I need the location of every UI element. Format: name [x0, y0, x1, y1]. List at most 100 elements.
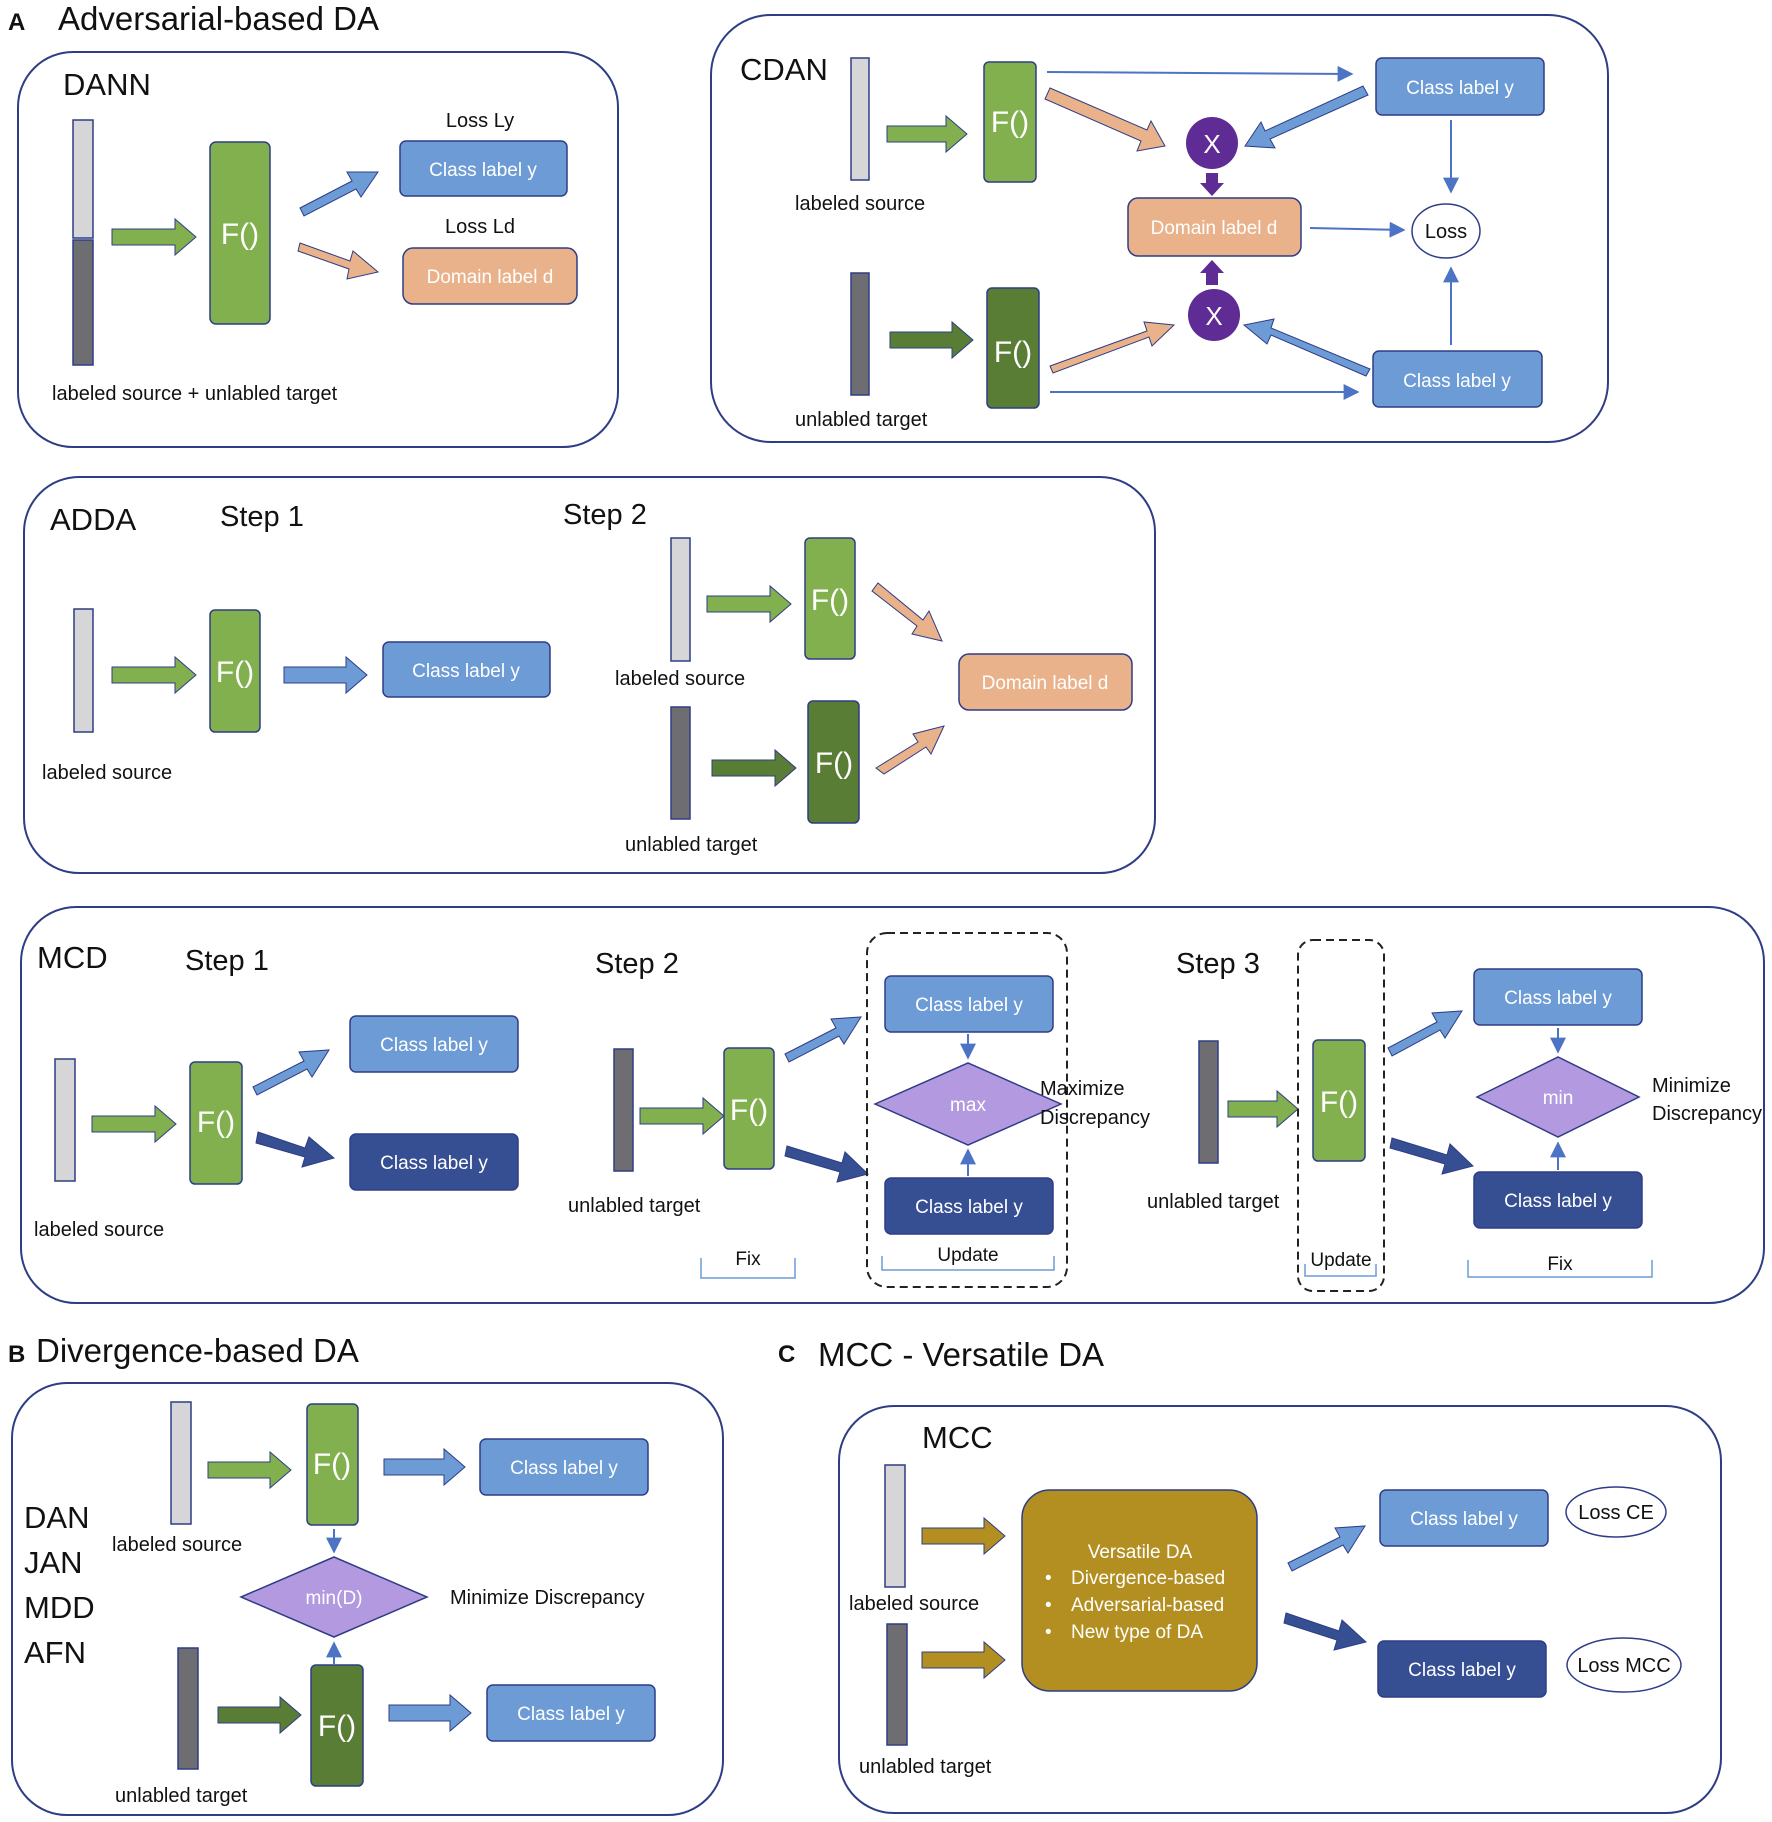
mcd-s3-feature-label: F(): [1320, 1086, 1358, 1119]
section-a-letter: A: [8, 9, 25, 36]
adda-s2-target-arrow: [711, 748, 797, 788]
cdan-target-bar: [850, 272, 870, 396]
cdan-source-feature: [983, 61, 1037, 183]
mcd-s3-minimize-label-2: Discrepancy: [1652, 1103, 1762, 1125]
class-arrow: [299, 171, 379, 217]
dann-title: DANN: [63, 67, 151, 102]
mcd-step3-label: Step 3: [1176, 948, 1260, 980]
mcd-s2-class-arrow-2: [784, 1145, 869, 1183]
divergence-panel: DAN JAN MDD AFN F() Class label y labele…: [11, 1382, 724, 1816]
cdan-loss-node: [1411, 203, 1481, 259]
mcd-s2-feature-label: F(): [730, 1094, 768, 1127]
mcd-s1-class-arrow-1: [252, 1049, 330, 1096]
mcd-s1-class-label-text-1: Class label y: [380, 1035, 488, 1056]
cdan-title: CDAN: [740, 52, 828, 87]
cdan-domain-label-text: Domain label d: [1151, 218, 1278, 239]
mcd-s2-update-region: [866, 932, 1068, 1288]
cdan-multiply-node-bottom: [1188, 289, 1240, 341]
mcc-loss-mcc-node: [1566, 1637, 1682, 1693]
mcc-bullet-2: Adversarial-based: [1071, 1595, 1224, 1616]
domain-arrow: [297, 242, 380, 280]
dann-panel: DANN F() Loss Ly Class label y Loss Ld D…: [17, 51, 619, 448]
mcd-s2-input-arrow: [639, 1096, 725, 1136]
adda-step1-label: Step 1: [220, 501, 304, 533]
mcd-s2-update-label: Update: [937, 1245, 998, 1266]
div-target-arrow: [217, 1695, 302, 1735]
method-jan: JAN: [24, 1545, 83, 1580]
mcc-class-label-text-1: Class label y: [1410, 1509, 1518, 1530]
mcd-s1-labeled-source-label: labeled source: [34, 1219, 164, 1241]
domain-label-box: [402, 247, 578, 305]
mcd-s3-class-arrow-1: [1387, 1010, 1463, 1057]
mcd-s1-class-arrow-2: [255, 1131, 336, 1168]
adda-s2-target-feature: [807, 700, 860, 824]
div-source-arrow: [207, 1450, 292, 1490]
mcc-loss-mcc-label: Loss MCC: [1577, 1655, 1670, 1677]
div-min-d-node: [239, 1556, 429, 1638]
adda-s2-source-arrow: [706, 584, 792, 624]
mcd-s3-class-label-box-2: [1473, 1171, 1643, 1229]
cdan-labeled-source-label: labeled source: [795, 193, 925, 215]
mcd-s2-feature: [723, 1047, 775, 1170]
mcd-s3-fix-bracket: [1467, 1260, 1653, 1278]
mcc-target-bar: [886, 1623, 908, 1746]
mcd-s2-maximize-label-2: Discrepancy: [1040, 1107, 1150, 1129]
div-target-class-arrow: [388, 1693, 472, 1733]
mcd-s2-class-label-text-2: Class label y: [915, 1197, 1023, 1218]
adda-s2-source-feature: [804, 537, 856, 660]
adda-s2-source-bar: [670, 537, 691, 662]
target-input-bar: [72, 239, 94, 366]
mcd-s3-feature: [1312, 1039, 1366, 1162]
adda-panel: ADDA Step 1 Step 2 F() Class label y lab…: [23, 476, 1156, 874]
section-b-letter: B: [8, 1341, 25, 1368]
adda-s1-class-label-text: Class label y: [412, 661, 520, 682]
mcd-s1-class-label-box-2: [349, 1133, 519, 1191]
cdan-target-feature-to-x-arrow: [1049, 321, 1176, 374]
mcc-class-arrow-2: [1283, 1612, 1368, 1651]
div-labeled-source-label: labeled source: [112, 1534, 242, 1556]
mcd-s3-class-label-text-2: Class label y: [1504, 1191, 1612, 1212]
mcd-s3-min-node: [1475, 1056, 1641, 1138]
mcc-title: MCC: [922, 1420, 993, 1455]
mcd-s2-class-label-box-1: [884, 975, 1054, 1033]
feature-extractor: [209, 141, 271, 325]
mcd-s3-min-label: min: [1543, 1088, 1574, 1109]
loss-ly-label: Loss Ly: [446, 110, 514, 132]
method-afn: AFN: [24, 1635, 86, 1670]
mcd-s3-target-bar: [1198, 1040, 1219, 1164]
adda-s1-class-label-box: [382, 641, 551, 698]
cdan-x-to-domain-arrow-bottom: [1200, 260, 1224, 285]
cdan-unlabeled-target-label: unlabled target: [795, 409, 928, 431]
cdan-multiply-label-top: X: [1203, 129, 1220, 159]
cdan-source-feature-label: F(): [991, 106, 1029, 139]
mcd-s2-fix-bracket: [700, 1258, 796, 1279]
adda-s2-domain-label-box: [958, 653, 1133, 711]
mcc-versatile-da-title: Versatile DA: [1088, 1542, 1193, 1563]
mcc-bullet-1: Divergence-based: [1071, 1568, 1225, 1589]
class-label-box: [399, 140, 568, 197]
div-target-feature: [310, 1664, 364, 1787]
adda-s2-source-feature-label: F(): [811, 584, 849, 617]
adda-s1-labeled-source-label: labeled source: [42, 762, 172, 784]
mcc-target-arrow: [921, 1640, 1006, 1680]
mcc-loss-ce-node: [1565, 1486, 1667, 1538]
mcd-s1-class-label-text-2: Class label y: [380, 1153, 488, 1174]
adda-title: ADDA: [50, 502, 136, 537]
cdan-feature-to-x-arrow: [1044, 87, 1166, 152]
adda-step2-label: Step 2: [563, 499, 647, 531]
section-b-title: Divergence-based DA: [36, 1332, 359, 1369]
mcc-class-label-box-1: [1379, 1489, 1549, 1547]
div-source-feature-label: F(): [313, 1448, 351, 1481]
mcd-s2-fix-label: Fix: [735, 1249, 761, 1270]
div-unlabeled-target-label: unlabled target: [115, 1785, 248, 1807]
cdan-multiply-node-top: [1186, 117, 1238, 169]
adda-s1-source-bar: [73, 608, 94, 733]
cdan-domain-label-box: [1127, 197, 1302, 257]
mcd-panel: MCD Step 1 Step 2 Step 3 F() Class label…: [20, 906, 1765, 1304]
mcc-bullet-dot-1: •: [1045, 1568, 1052, 1589]
adda-s1-feature-label: F(): [216, 656, 254, 689]
domain-label-text: Domain label d: [427, 267, 554, 288]
mcc-panel: MCC labeled source unlabled target Versa…: [838, 1405, 1722, 1814]
cdan-domain-to-loss-line: [1309, 221, 1406, 238]
mcd-s3-unlabeled-target-label: unlabled target: [1147, 1191, 1280, 1213]
